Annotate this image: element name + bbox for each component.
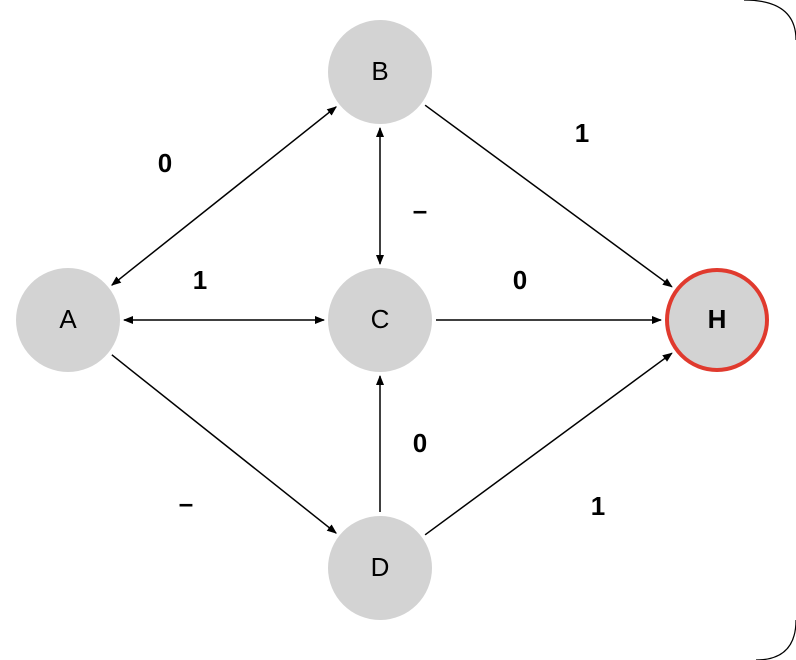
edge-label-a-c: 1	[193, 265, 207, 295]
edge-b-h	[424, 104, 673, 288]
node-label-h: H	[708, 304, 727, 334]
edge-label-b-h: 1	[575, 118, 589, 148]
node-label-b: B	[371, 56, 388, 86]
node-circle-h	[665, 268, 769, 372]
edge-label-a-b: 0	[158, 148, 172, 178]
node-label-c: C	[371, 304, 390, 334]
node-h: H	[665, 268, 769, 372]
edges-layer	[111, 104, 673, 536]
node-c: C	[328, 268, 432, 372]
edge-label-c-h: 0	[513, 265, 527, 295]
edge-label-d-c: 0	[413, 428, 427, 458]
edge-a-d	[111, 354, 337, 534]
edge-label-a-d: –	[179, 488, 193, 518]
edge-label-d-h: 1	[591, 491, 605, 521]
edge-a-b	[111, 106, 337, 286]
edge-labels-layer: 0 – 1 1 0 – 0 1	[158, 118, 605, 521]
node-circle-b	[328, 20, 432, 124]
node-a: A	[16, 268, 120, 372]
node-circle-d	[328, 516, 432, 620]
node-circle-a	[16, 268, 120, 372]
node-b: B	[328, 20, 432, 124]
edge-label-b-c: –	[413, 195, 427, 225]
node-d: D	[328, 516, 432, 620]
nodes-layer: A B C D H	[16, 20, 769, 620]
node-label-d: D	[371, 552, 390, 582]
node-circle-c	[328, 268, 432, 372]
node-label-a: A	[59, 304, 77, 334]
edge-d-h	[424, 352, 673, 536]
